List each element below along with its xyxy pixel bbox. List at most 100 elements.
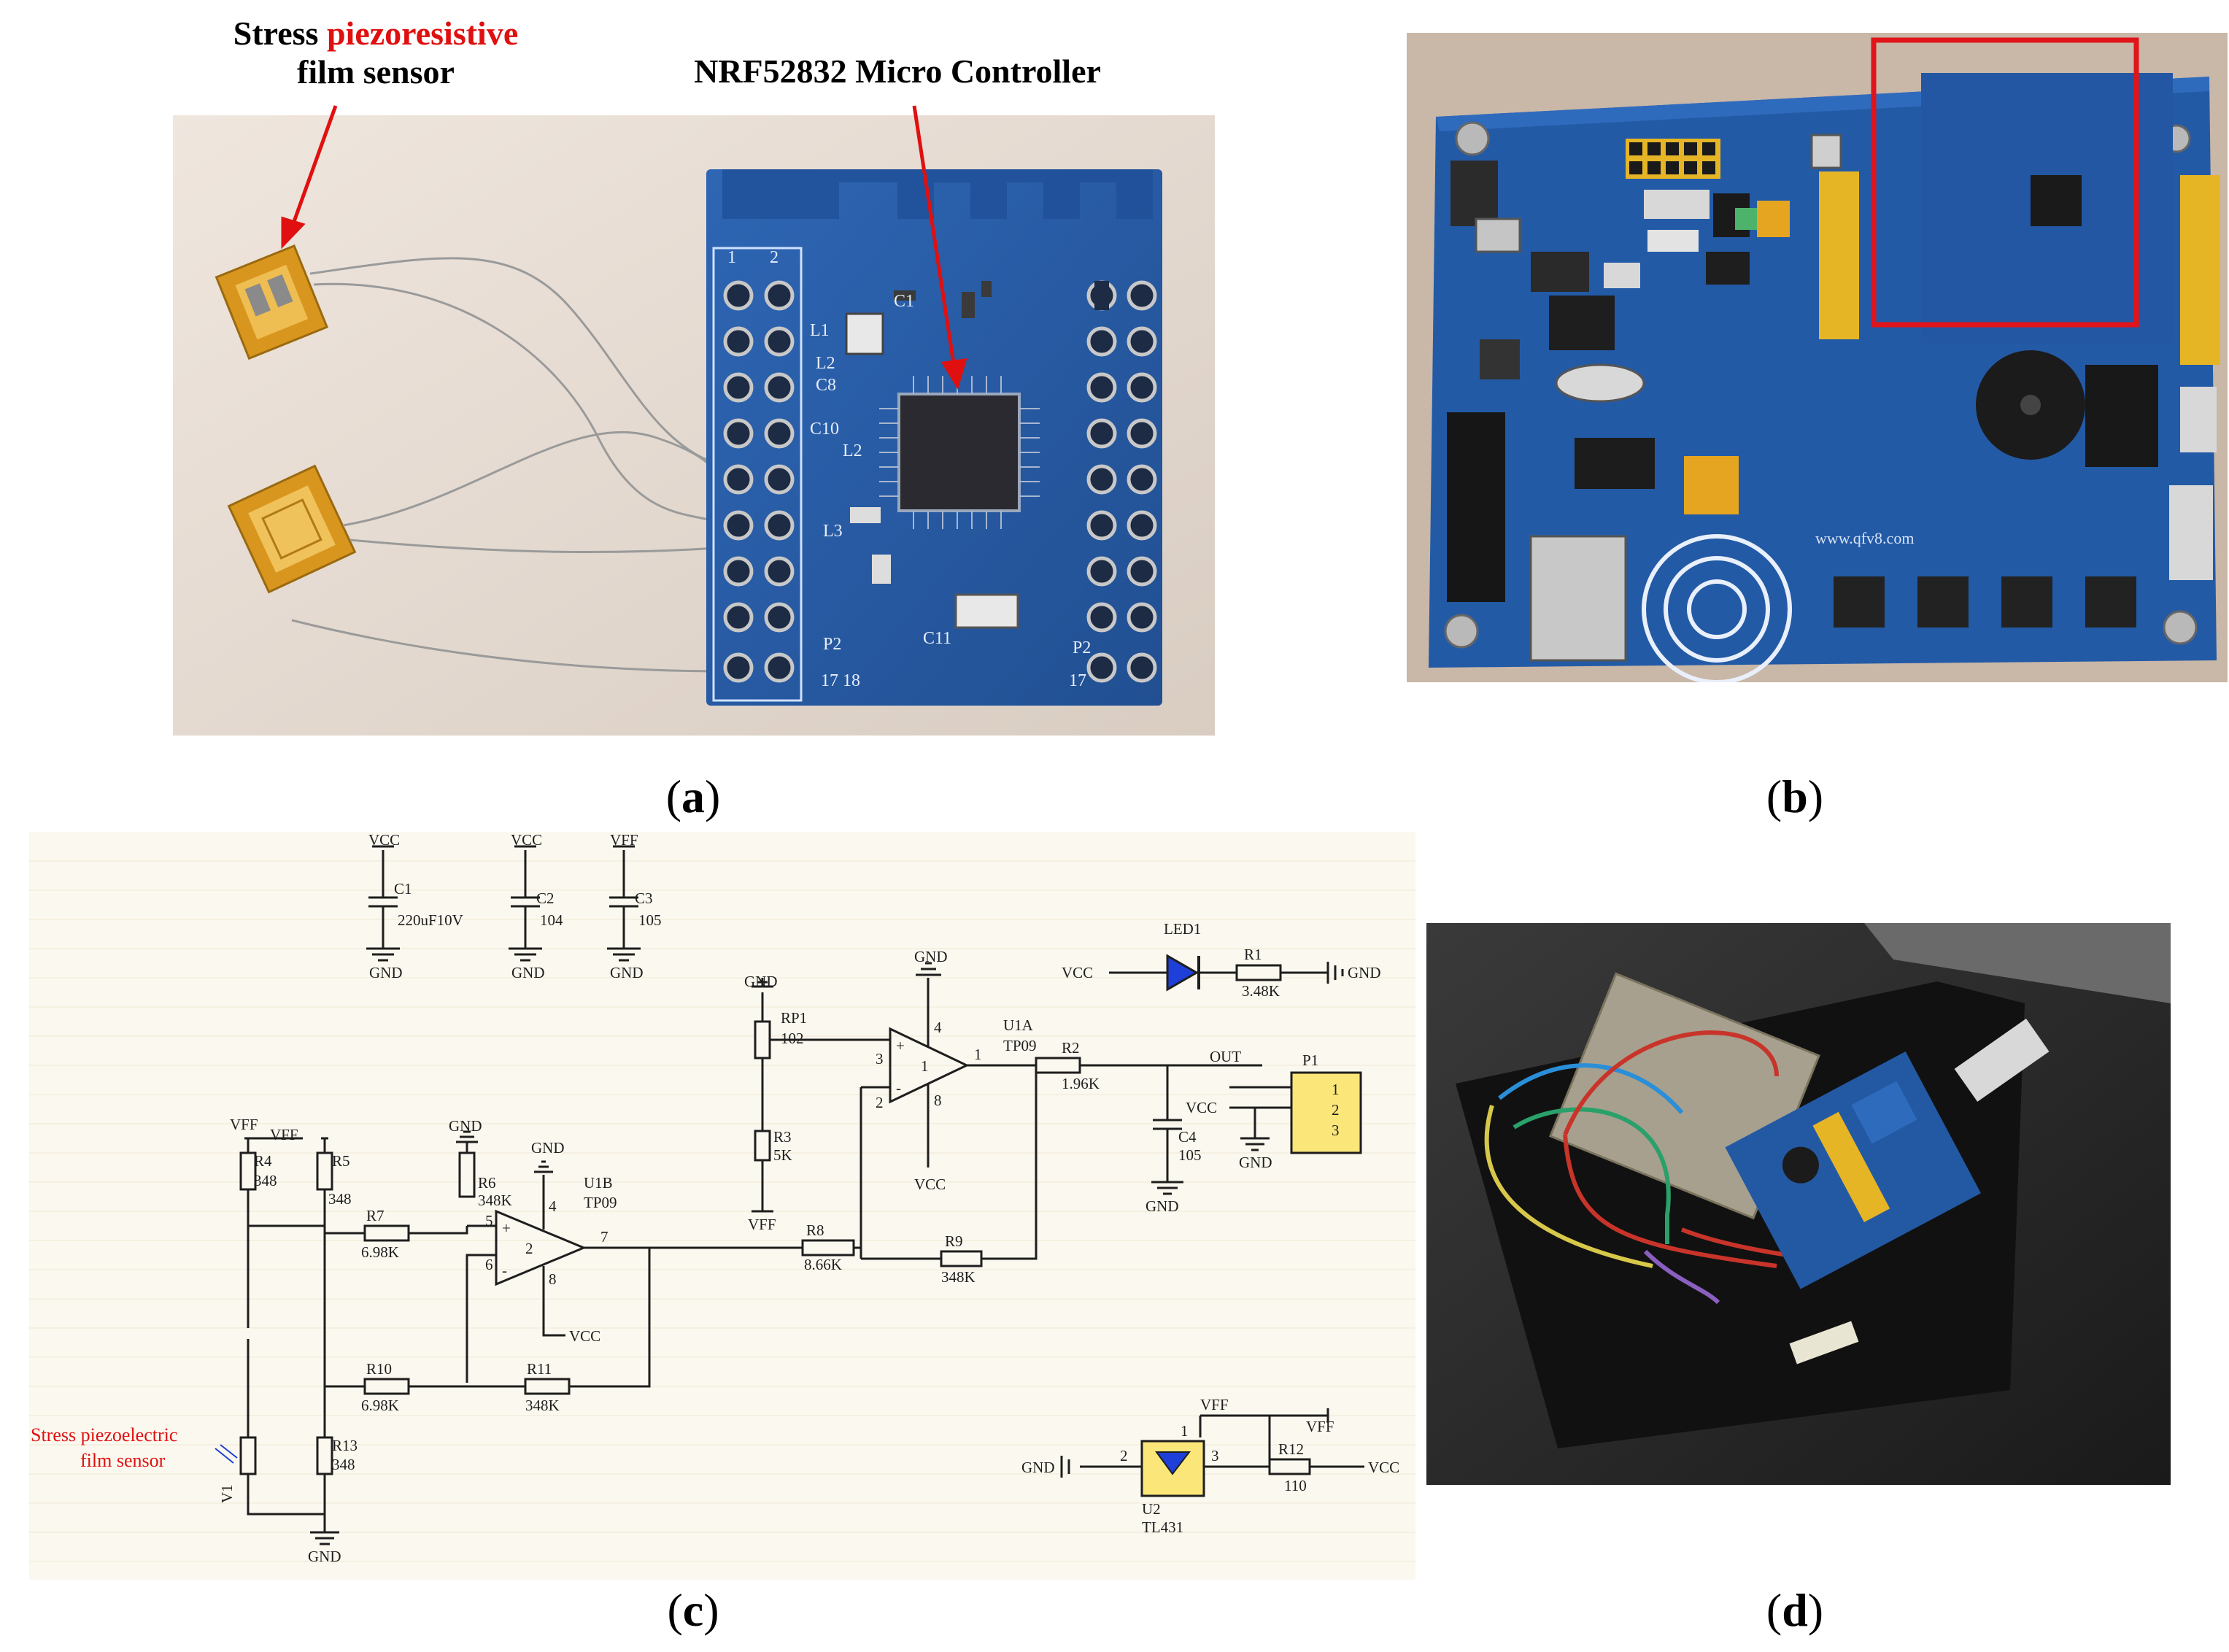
- schematic-c: VCC C1 220uF10V GND VCC C2 104 GND VFF C…: [29, 832, 1415, 1580]
- u1a-pin2: 2: [876, 1094, 884, 1111]
- piezo-sensor-label-2: film sensor: [80, 1450, 166, 1471]
- led1-symbol: [1166, 954, 1200, 992]
- out-gnd: GND: [1239, 1154, 1272, 1171]
- bridge-vff2: VFF: [270, 1126, 298, 1143]
- u1b-plus: +: [502, 1219, 511, 1237]
- u1a-plus: +: [896, 1037, 905, 1054]
- caption-b: (b): [1766, 771, 1824, 822]
- silk-p2-right: P2: [1073, 638, 1091, 657]
- r10-value: 6.98K: [361, 1397, 399, 1414]
- c4-name: C4: [1178, 1128, 1197, 1146]
- u1b-pin5: 5: [485, 1212, 493, 1230]
- rp1-vff: VFF: [748, 1216, 776, 1233]
- caption-c-letter: c: [682, 1584, 704, 1636]
- silk-col2: 2: [770, 248, 779, 267]
- caption-a: (a): [665, 771, 721, 822]
- bridge-vff1: VFF: [230, 1116, 258, 1133]
- photo-a: 1 2 P2 17 18 C1 L1 L2 C8 C10 L2 L3 C11 P…: [173, 105, 1215, 736]
- r4-value: 348: [254, 1172, 277, 1189]
- u1a-name: U1A: [1003, 1016, 1034, 1034]
- piezo-sensor-symbol: [239, 1436, 257, 1475]
- c4-value: 105: [1178, 1146, 1202, 1164]
- u1a-pin4: 4: [934, 1019, 942, 1036]
- ref-pin3: 3: [1211, 1447, 1219, 1464]
- c3-name: C3: [635, 889, 653, 907]
- film-sensor-2: [227, 464, 357, 594]
- caption-c: (c): [667, 1584, 719, 1636]
- sensor-light-arrows: [215, 1444, 238, 1464]
- led-name: LED1: [1164, 920, 1201, 938]
- p1-connector: [1290, 1071, 1362, 1154]
- c3-value: 105: [638, 911, 662, 929]
- silk-col1: 1: [727, 248, 736, 267]
- r8-value: 8.66K: [804, 1256, 842, 1273]
- c1-top: VCC: [368, 832, 400, 849]
- mcu-annotation: NRF52832 Micro Controller: [694, 53, 1101, 90]
- u1a-pin8: 8: [934, 1092, 942, 1109]
- nrf52832-board: [706, 169, 1162, 706]
- ref-vff2: VFF: [1306, 1418, 1334, 1435]
- silk-l2-top: L2: [816, 354, 835, 373]
- caption-a-letter: a: [681, 771, 705, 822]
- u2-name: U2: [1142, 1500, 1161, 1518]
- r3-value: 5K: [773, 1146, 792, 1164]
- mcu-highlight-box: [1871, 37, 2139, 328]
- u1a-pin3: 3: [876, 1050, 884, 1068]
- piezo-sensor-label-1: Stress piezoelectric: [31, 1424, 177, 1446]
- schematic-wires: [244, 845, 1364, 1545]
- rp1-name: RP1: [781, 1009, 807, 1027]
- silk-l2: L2: [843, 441, 862, 460]
- sensor-annotation: Stress piezoresistive film sensor: [164, 15, 587, 92]
- u1b-minus: -: [502, 1262, 507, 1279]
- u1b-unit: 2: [525, 1240, 533, 1257]
- r12-name: R12: [1278, 1440, 1304, 1458]
- r7-value: 6.98K: [361, 1243, 399, 1261]
- sensor-annotation-prefix: Stress: [233, 15, 327, 52]
- out-label: OUT: [1210, 1048, 1241, 1065]
- silk-c11: C11: [923, 629, 951, 648]
- u1b-name: U1B: [584, 1174, 613, 1192]
- r6-name: R6: [478, 1174, 496, 1192]
- silk-l3: L3: [823, 522, 843, 541]
- r11-value: 348K: [525, 1397, 560, 1414]
- ref-pin1: 1: [1181, 1422, 1189, 1440]
- r2-name: R2: [1062, 1039, 1080, 1057]
- r8-name: R8: [806, 1221, 824, 1239]
- led-vcc: VCC: [1062, 964, 1093, 981]
- r9-value: 348K: [941, 1268, 976, 1286]
- rp1-value: 102: [781, 1030, 804, 1047]
- u1a-type: TP09: [1003, 1037, 1037, 1054]
- u1b-vcc: VCC: [569, 1327, 600, 1345]
- u2-type: TL431: [1142, 1518, 1183, 1536]
- p1-name: P1: [1302, 1051, 1318, 1069]
- ref-vff1: VFF: [1200, 1396, 1229, 1413]
- u1a-unit: 1: [921, 1057, 929, 1075]
- r13-name: R13: [332, 1437, 358, 1454]
- u1a-gnd: GND: [914, 948, 948, 965]
- ref-gnd: GND: [1021, 1459, 1055, 1476]
- p1-pin3: 3: [1332, 1122, 1340, 1139]
- caption-d-letter: d: [1782, 1584, 1808, 1636]
- u1b-pin7: 7: [600, 1228, 609, 1246]
- annotation-arrows: [281, 105, 967, 390]
- r5-value: 348: [328, 1190, 352, 1208]
- silk-pins-right: 17: [1069, 671, 1086, 690]
- p1-pin2: 2: [1332, 1101, 1340, 1119]
- ref-vcc: VCC: [1368, 1459, 1399, 1476]
- c3-bottom: GND: [610, 964, 644, 981]
- silk-c8: C8: [816, 376, 836, 395]
- r10-name: R10: [366, 1360, 392, 1378]
- sensor-annotation-red: piezoresistive: [326, 15, 519, 52]
- p1-pin1: 1: [1332, 1081, 1340, 1098]
- led-gnd: GND: [1348, 964, 1381, 981]
- nrf52832-chip: [897, 393, 1021, 512]
- rp1-gnd: GND: [744, 973, 778, 990]
- u1a-vcc: VCC: [914, 1176, 946, 1193]
- bridge-gnd: GND: [308, 1548, 341, 1565]
- u1b-pin8: 8: [549, 1270, 557, 1288]
- r5-name: R5: [332, 1152, 350, 1170]
- silk-c10: C10: [810, 420, 839, 439]
- v1-label: V1: [218, 1484, 236, 1503]
- c2-value: 104: [540, 911, 563, 929]
- u1b-pin6: 6: [485, 1256, 493, 1273]
